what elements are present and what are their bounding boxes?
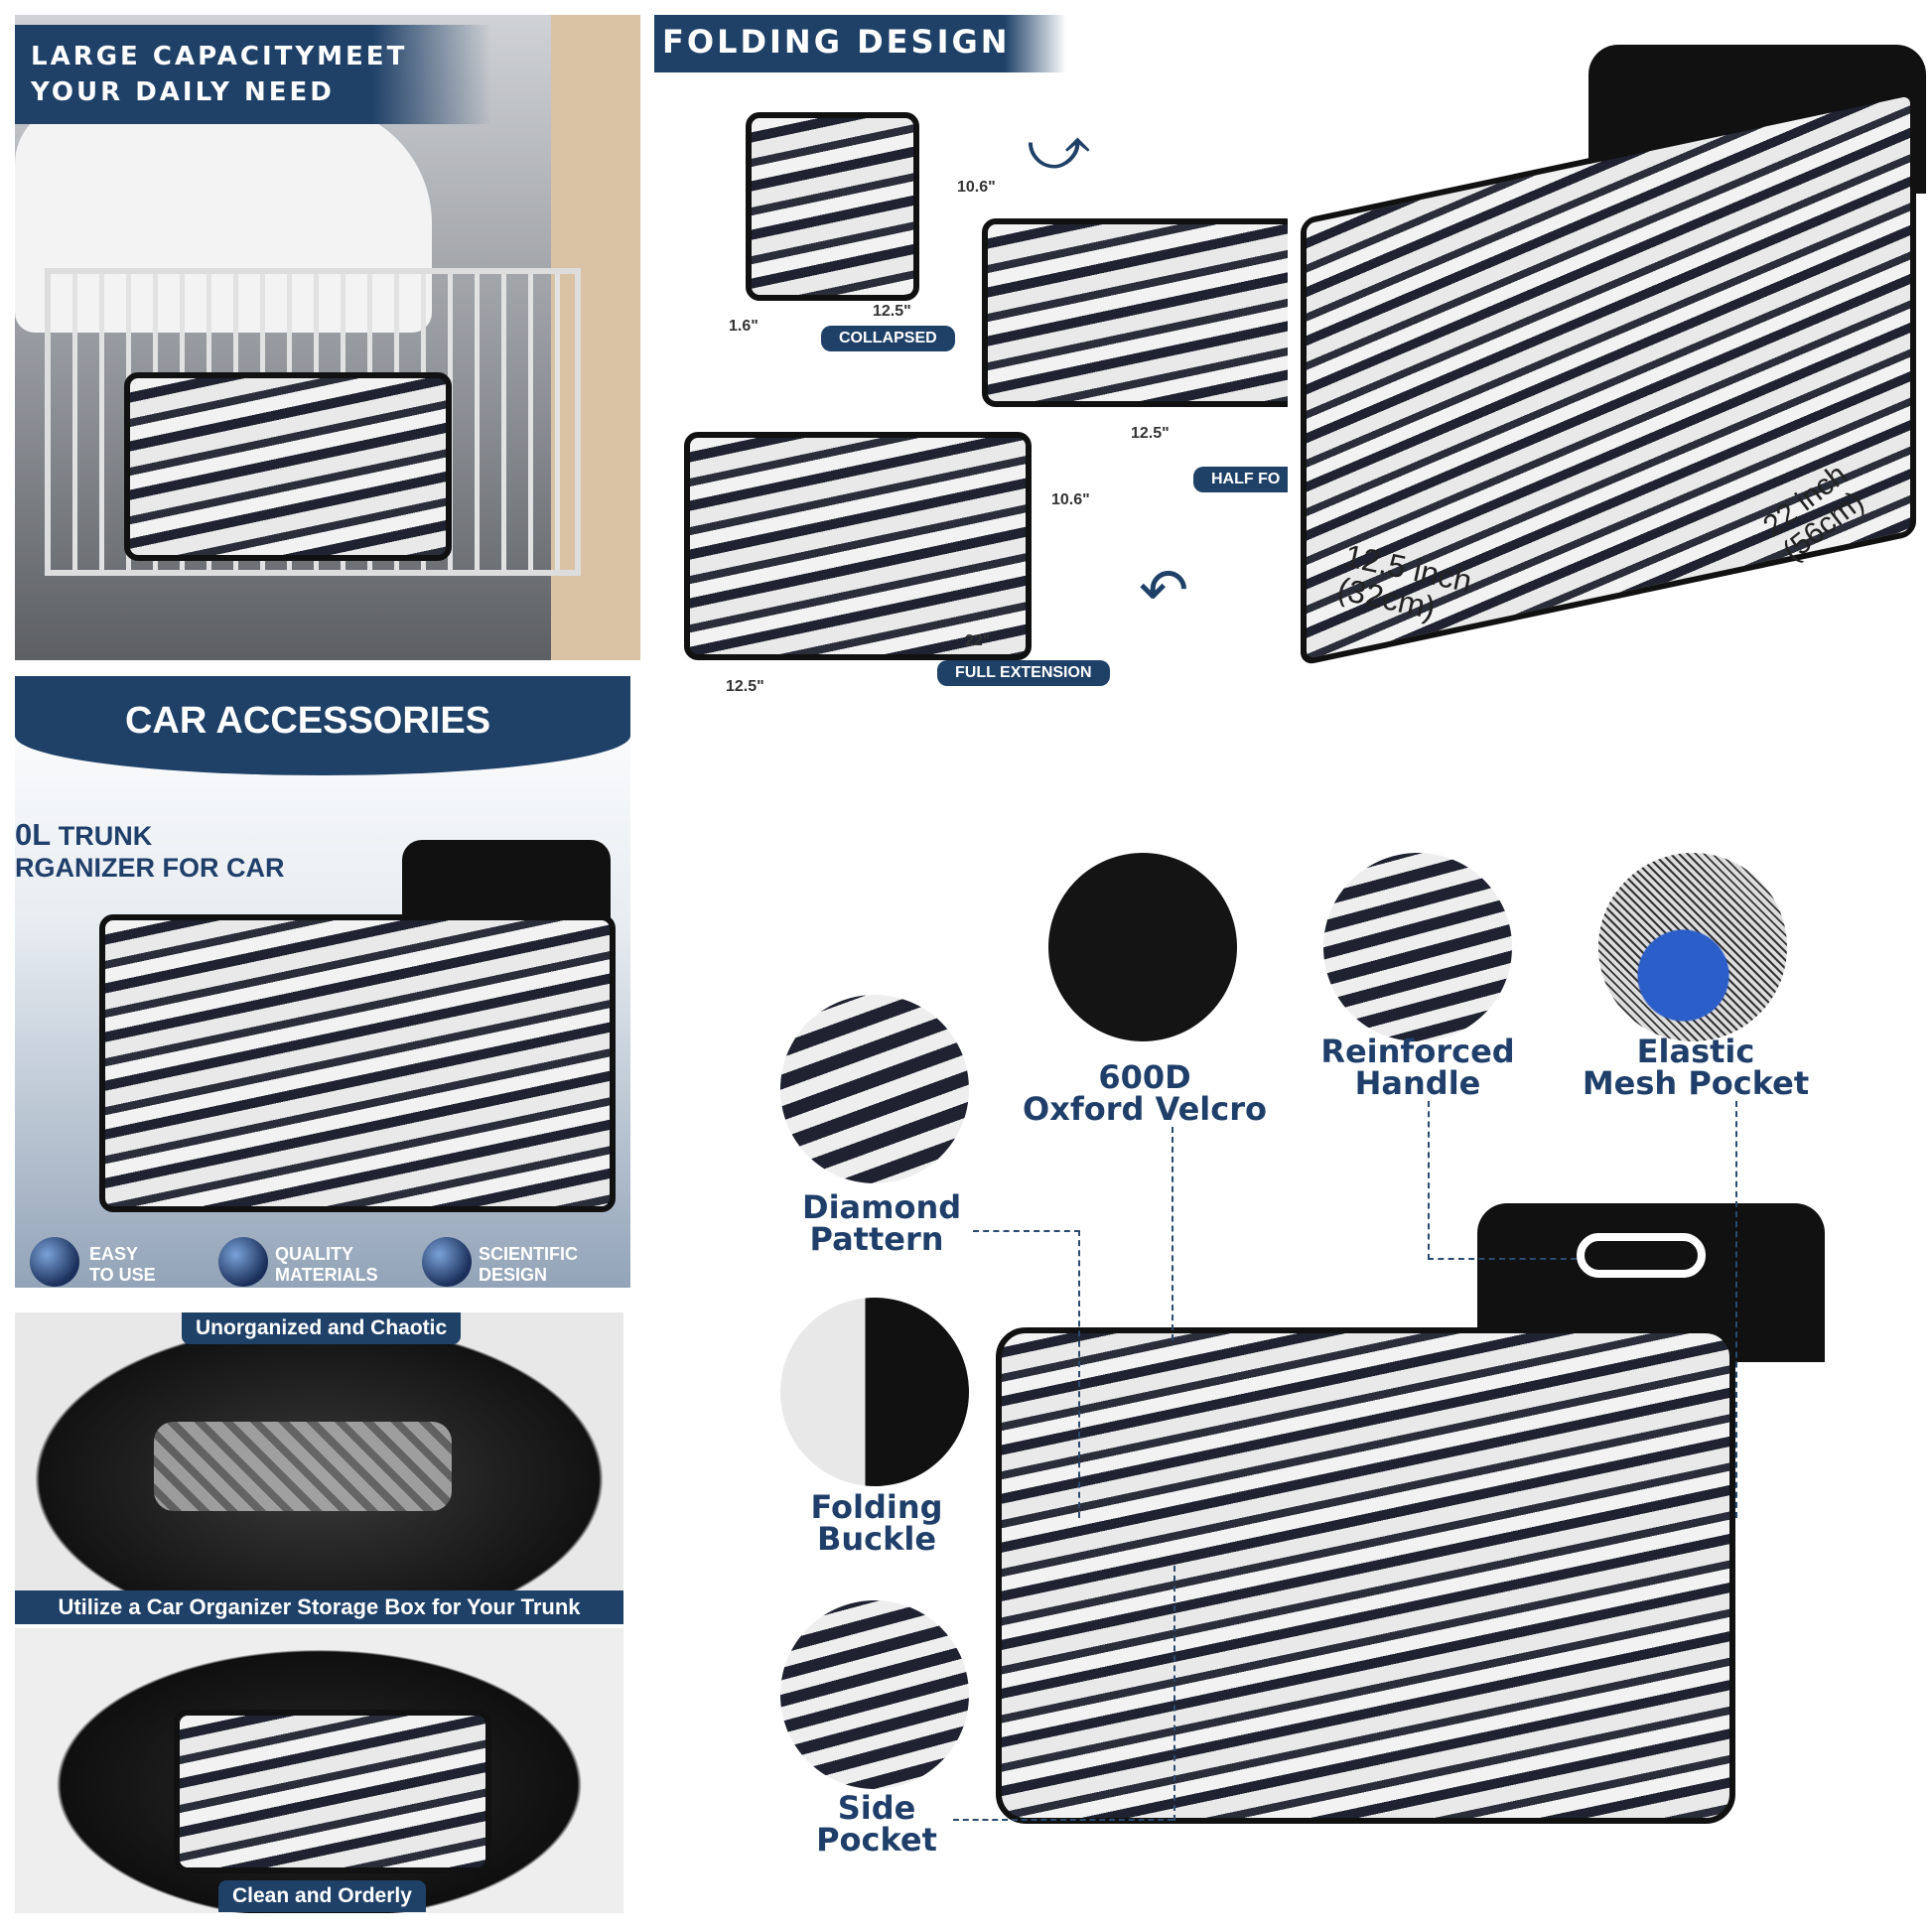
full-label: FULL EXTENSION — [937, 660, 1110, 686]
clutter — [154, 1422, 452, 1511]
full-width: 12.5" — [726, 678, 764, 695]
panel-shopping-cart: LARGE CAPACITYMEET YOUR DAILY NEED — [15, 15, 640, 660]
banner-line-1: LARGE CAPACITYMEET — [31, 42, 408, 71]
atom-icon — [422, 1237, 472, 1287]
callout-line — [1428, 1101, 1577, 1260]
half-folded-organizer — [982, 218, 1288, 407]
accessories-banner — [15, 676, 630, 775]
organizer-detail — [996, 1327, 1735, 1824]
full-length: 22" — [965, 632, 991, 649]
full-extension-organizer — [684, 432, 1032, 660]
banner-line-2: YOUR DAILY NEED — [31, 77, 335, 107]
arrow-icon: ↶ — [1139, 557, 1189, 623]
full-height: 10.6" — [1051, 491, 1090, 508]
half-label: HALF FO — [1193, 467, 1288, 492]
collapsed-depth: 1.6" — [729, 318, 759, 335]
callout-line — [953, 1819, 1173, 1821]
folding-title: FOLDING DESIGN — [654, 15, 1066, 72]
caption-utilize: Utilize a Car Organizer Storage Box for … — [15, 1590, 623, 1624]
organizer-in-trunk — [174, 1710, 491, 1873]
headline-line-1: TRUNK — [58, 821, 153, 851]
collapsed-height: 10.6" — [957, 179, 996, 196]
headline: 0L TRUNK RGANIZER FOR CAR — [15, 819, 285, 884]
collapsed-organizer — [746, 112, 919, 301]
caption-unorganized: Unorganized and Chaotic — [182, 1312, 462, 1344]
organizer-with-items — [99, 914, 616, 1212]
organizer-in-cart — [124, 372, 452, 561]
handle-swatch — [1323, 853, 1512, 1041]
caption-clean: Clean and Orderly — [218, 1880, 426, 1912]
arrow-icon: ⤻ — [1027, 115, 1091, 182]
quality-badge-icon — [218, 1237, 268, 1287]
panel-trunk-comparison: Unorganized and Chaotic Utilize a Car Or… — [15, 1312, 623, 1913]
callout-line — [1173, 1566, 1175, 1821]
buckle-swatch — [780, 1298, 969, 1486]
half-width: 12.5" — [1131, 425, 1170, 442]
banner: LARGE CAPACITYMEET YOUR DAILY NEED — [15, 25, 491, 124]
handle-slot — [1577, 1233, 1706, 1278]
panel-car-accessories: CAR ACCESSORIES 0L TRUNK RGANIZER FOR CA… — [15, 676, 630, 1288]
headline-line-2: RGANIZER FOR CAR — [15, 853, 285, 883]
hand-touch-icon — [30, 1237, 79, 1287]
collapsed-width: 12.5" — [873, 303, 911, 320]
panel-folding-design: FOLDING DESIGN 10.6" 12.5" 1.6" COLLAPSE… — [654, 15, 1288, 712]
accessories-title: CAR ACCESSORIES — [124, 700, 491, 742]
callout-line — [1172, 1127, 1173, 1340]
collapsed-label: COLLAPSED — [821, 326, 955, 351]
callout-line — [973, 1230, 1080, 1518]
callout-line — [1735, 1101, 1737, 1518]
headline-capacity: 0L — [15, 817, 52, 852]
oxford-fabric-swatch — [1048, 853, 1237, 1041]
diamond-pattern-swatch — [780, 995, 969, 1183]
panel-dimensions: 12.5 inch (32cm) 22 inch (56cm) — [1301, 15, 1932, 675]
side-pocket-swatch — [780, 1600, 969, 1789]
mesh-pocket-swatch — [1598, 853, 1787, 1041]
